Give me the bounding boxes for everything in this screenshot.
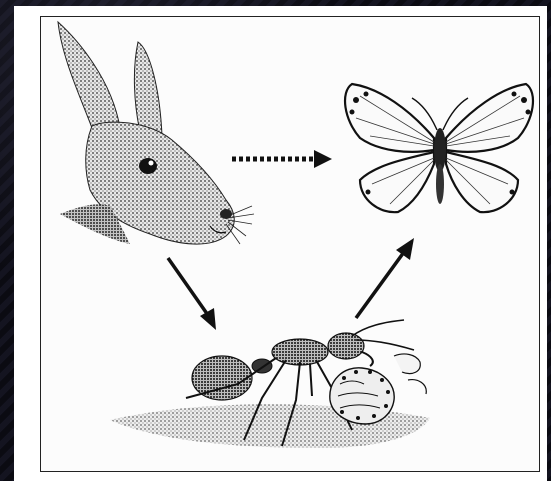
rabbit-head-icon [58, 22, 254, 244]
butterfly-icon [345, 84, 533, 212]
arrow-rabbit-to-ant [168, 258, 216, 330]
dotted-arrow [232, 150, 332, 168]
caterpillar-icon [330, 354, 426, 424]
arrow-ant-to-butterfly [356, 238, 414, 318]
